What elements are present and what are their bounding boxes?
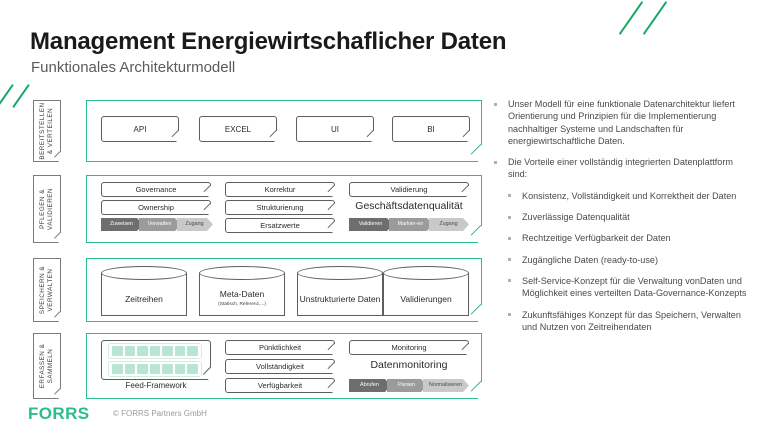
rail-line-2: & VERTEILEN — [47, 107, 54, 155]
chevron-zugang[interactable]: Zugang — [177, 218, 213, 231]
box-governance[interactable]: Governance — [101, 182, 211, 197]
heading-geschaeftsdatenqualitaet: Geschäftsdatenqualität — [355, 200, 463, 212]
bullet-item: Die Vorteile einer vollständig integrier… — [492, 156, 750, 181]
rail-line-1: BEREITSTELLEN — [39, 102, 46, 160]
list-item: Zuverlässige Datenqualität — [492, 211, 750, 223]
cylinder-unstrukturierte-daten[interactable]: Unstrukturierte Daten — [297, 266, 383, 316]
box-ownership[interactable]: Ownership — [101, 200, 211, 215]
chevron-strip-right: Validieren Markier-en Zugang — [349, 218, 469, 231]
list-item: Zukunftsfähiges Konzept für das Speicher… — [492, 309, 750, 334]
rail-line-2: VALIDIEREN — [47, 188, 54, 230]
box-ui[interactable]: UI — [296, 116, 374, 142]
decor-line — [12, 83, 30, 109]
box-ersatzwerte[interactable]: Ersatzwerte — [225, 218, 335, 233]
box-vollstaendigkeit[interactable]: Vollständigkeit — [225, 359, 335, 374]
page-title: Management Energiewirtschaflicher Daten — [30, 28, 507, 55]
decor-line — [642, 1, 668, 35]
chevron-normalisieren[interactable]: Normalisieren — [423, 379, 469, 392]
feed-row-1 — [108, 343, 202, 359]
box-validierung[interactable]: Validierung — [349, 182, 469, 197]
rail-label-erfassen: ERFASSEN & SAMMELN — [33, 333, 61, 399]
rail-label-pflegen: PFLEGEN & VALIDIEREN — [33, 175, 61, 243]
box-strukturierung[interactable]: Strukturierung — [225, 200, 335, 215]
cylinder-meta-daten[interactable]: Meta-Daten (Statisch, Referenz,...) — [199, 266, 285, 316]
rail-line-2: VERWALTEN — [47, 268, 54, 312]
decor-line — [618, 1, 644, 35]
rail-line-1: ERFASSEN & — [39, 343, 46, 389]
cylinder-zeitreihen[interactable]: Zeitreihen — [101, 266, 187, 316]
heading-datenmonitoring: Datenmonitoring — [370, 359, 448, 371]
chevron-validieren[interactable]: Validieren — [349, 218, 393, 231]
box-puenktlichkeit[interactable]: Pünktlichkeit — [225, 340, 335, 355]
chevron-zuweisen[interactable]: Zuweisen — [101, 218, 143, 231]
decor-diagonals-top-right — [612, 0, 702, 40]
chevron-zugang[interactable]: Zugang — [429, 218, 469, 231]
feed-framework[interactable]: Feed-Framework — [101, 340, 211, 392]
page-subtitle: Funktionales Architekturmodell — [31, 59, 236, 76]
chevron-markieren[interactable]: Markier-en — [389, 218, 433, 231]
list-item: Konsistenz, Vollständigkeit und Korrekth… — [492, 190, 750, 202]
list-item: Zugängliche Daten (ready-to-use) — [492, 254, 750, 266]
feed-framework-caption: Feed-Framework — [125, 381, 187, 390]
bullet-item: Unser Modell für eine funktionale Datena… — [492, 98, 750, 147]
forrs-logo: FORRS — [28, 404, 90, 423]
list-item: Rechtzeitige Verfügbarkeit der Daten — [492, 232, 750, 244]
rail-line-2: SAMMELN — [47, 348, 54, 384]
box-api[interactable]: API — [101, 116, 179, 142]
chevron-verwalten[interactable]: Verwalten — [139, 218, 181, 231]
rail-label-bereitstellen: BEREITSTELLEN & VERTEILEN — [33, 100, 61, 162]
layer-band-bereitstellen: API EXCEL UI BI — [86, 100, 482, 162]
list-item: Self-Service-Konzept für die Verwaltung … — [492, 275, 750, 300]
box-bi[interactable]: BI — [392, 116, 470, 142]
cylinder-subtitle: (Statisch, Referenz,...) — [218, 301, 266, 307]
layer-band-pflegen: Governance Ownership Zuweisen Verwalten … — [86, 175, 482, 243]
chevron-abrufen[interactable]: Abrufen — [349, 379, 391, 392]
rail-line-1: PFLEGEN & — [39, 189, 46, 229]
layer-band-speichern: Zeitreihen Meta-Daten (Statisch, Referen… — [86, 258, 482, 322]
chevron-strip-monitoring: Abrufen Parsen Normalisieren — [349, 379, 469, 392]
layer-band-erfassen: Feed-Framework Pünktlichkeit Vollständig… — [86, 333, 482, 399]
chevron-parsen[interactable]: Parsen — [387, 379, 427, 392]
feed-row-2 — [108, 361, 202, 377]
copyright-text: © FORRS Partners GmbH — [113, 409, 207, 418]
decor-line — [0, 83, 14, 109]
box-excel[interactable]: EXCEL — [199, 116, 277, 142]
rail-label-speichern: SPEICHERN & VERWALTEN — [33, 258, 61, 322]
benefit-list: Konsistenz, Vollständigkeit und Korrekth… — [492, 190, 750, 333]
box-korrektur[interactable]: Korrektur — [225, 182, 335, 197]
box-monitoring[interactable]: Monitoring — [349, 340, 469, 355]
cylinder-validierungen[interactable]: Validierungen — [383, 266, 469, 316]
chevron-strip-left: Zuweisen Verwalten Zugang — [101, 218, 211, 231]
rail-line-1: SPEICHERN & — [39, 265, 46, 315]
right-text-panel: Unser Modell für eine funktionale Datena… — [492, 98, 750, 342]
box-verfuegbarkeit[interactable]: Verfügbarkeit — [225, 378, 335, 393]
